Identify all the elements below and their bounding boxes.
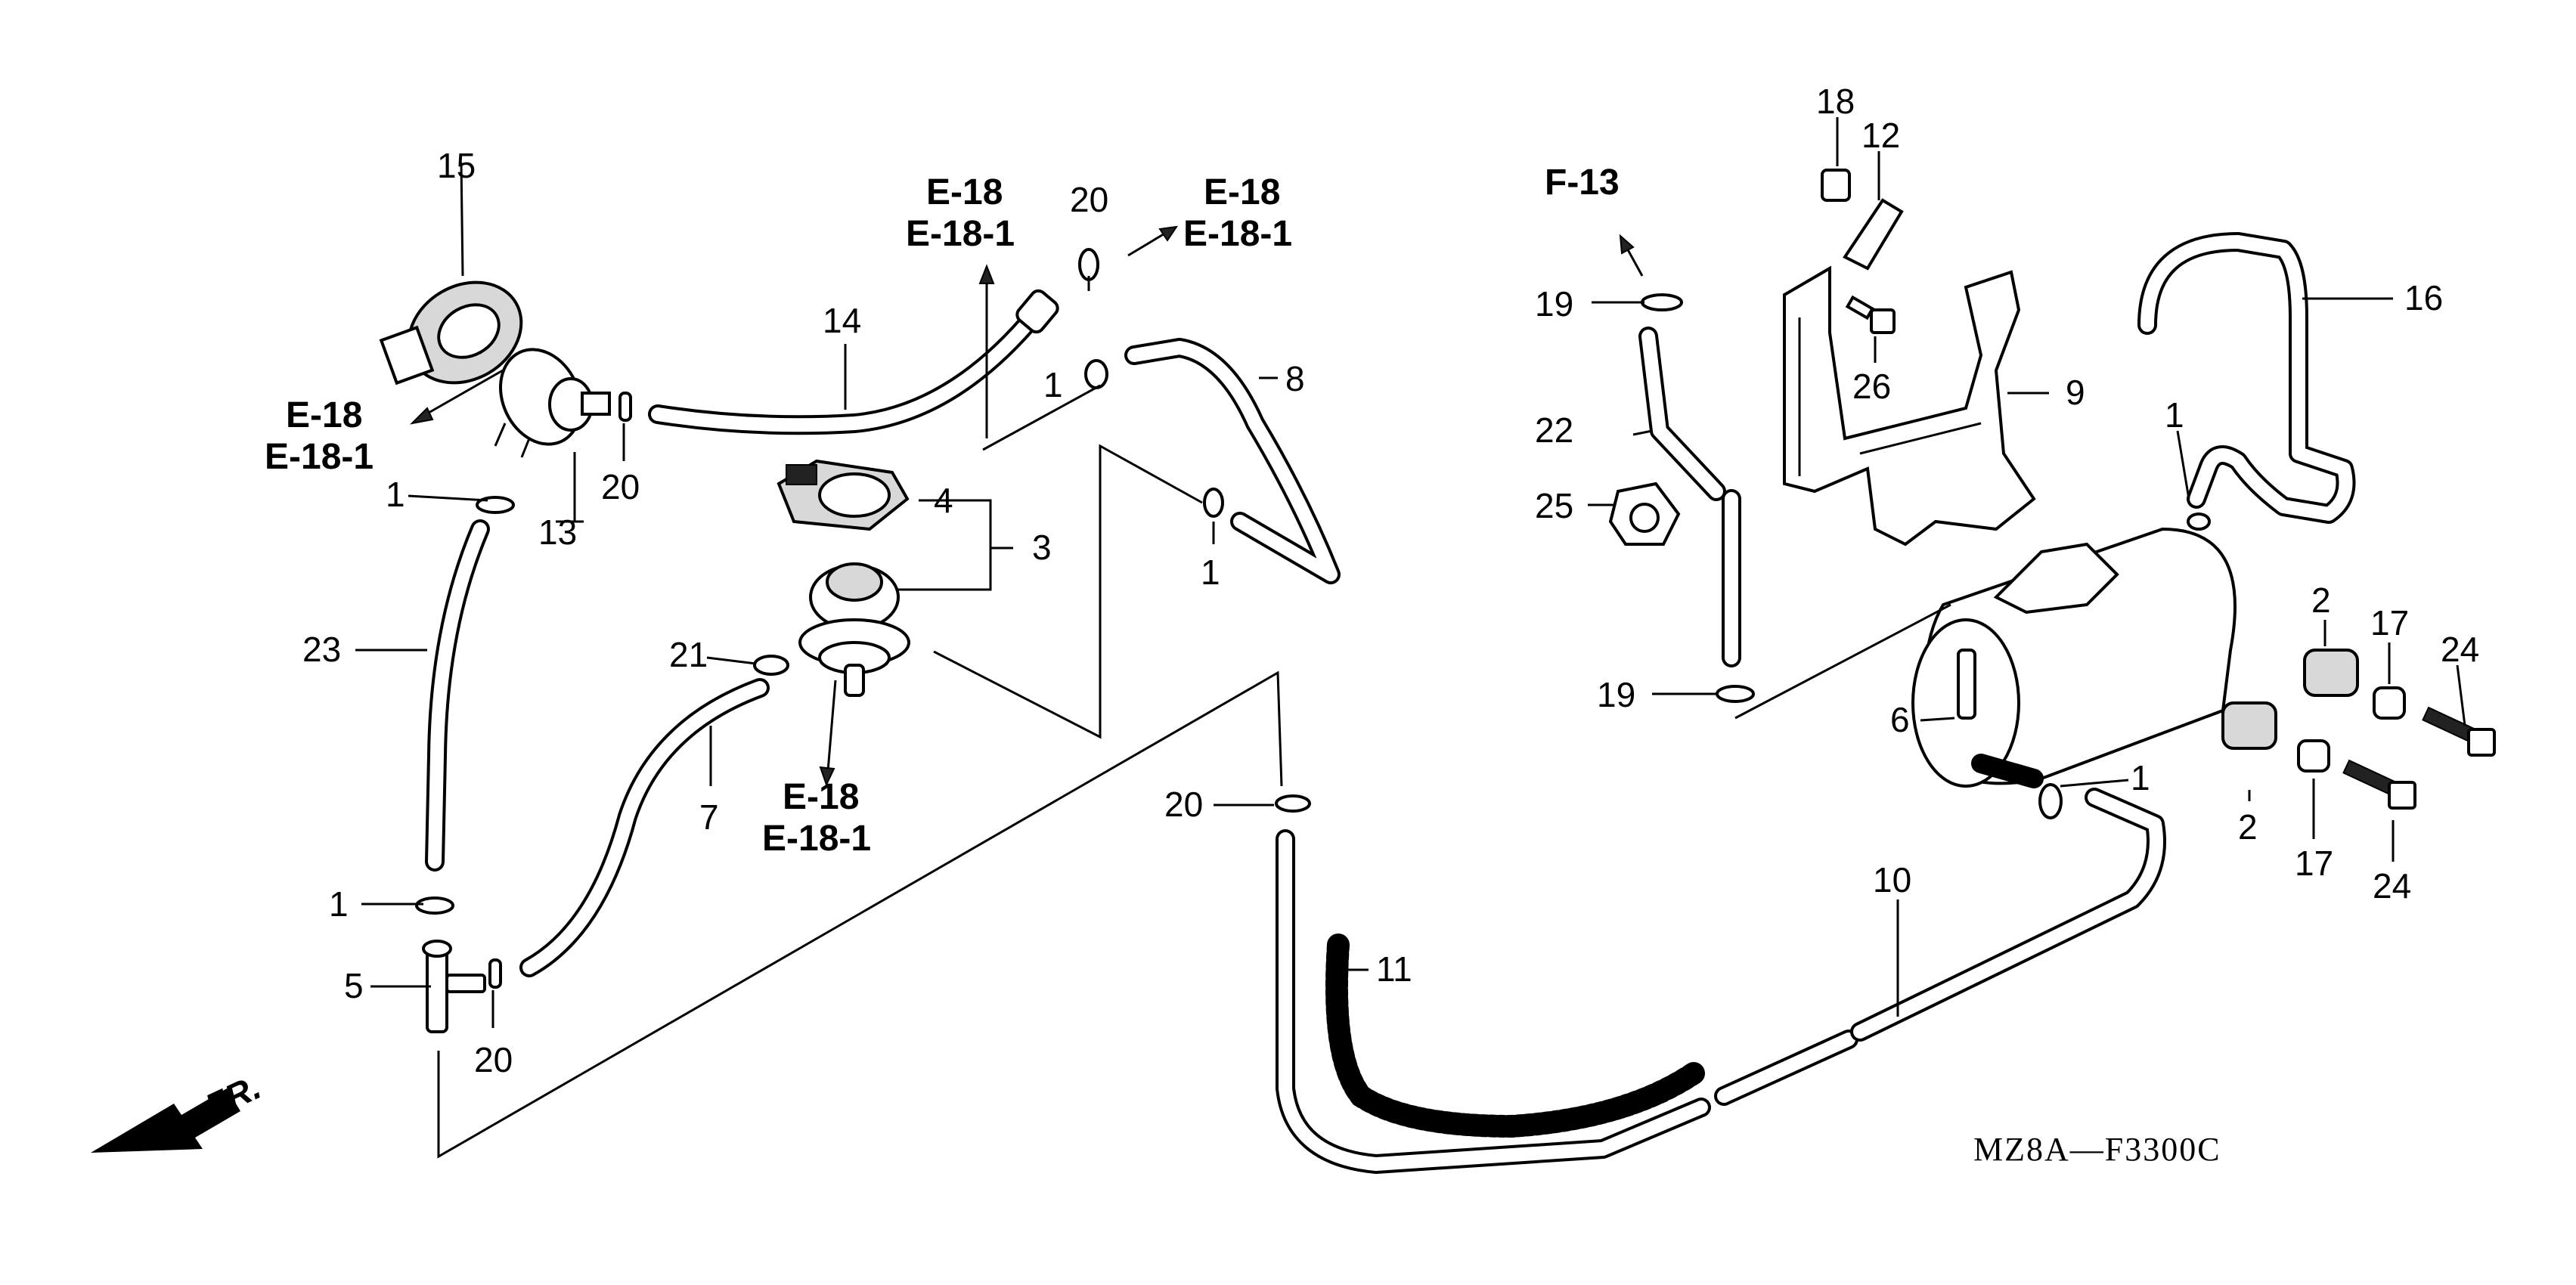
label-16: 16 [2404, 278, 2443, 317]
front-arrow-icon [91, 1088, 240, 1153]
label-20a: 20 [601, 467, 640, 506]
part-17b-collar [2297, 739, 2330, 773]
part-labels: 15 13 20 1 23 1 5 20 14 20 1 8 1 4 3 21 … [302, 82, 2479, 1079]
part-24a-bolt [2422, 706, 2496, 757]
ref-e18-2-bot: E-18-1 [906, 214, 1015, 254]
part-25-clip [1608, 481, 1681, 546]
label-3: 3 [1032, 528, 1052, 567]
label-15: 15 [437, 146, 476, 185]
part-4-gasket [777, 459, 910, 531]
label-1b: 1 [329, 884, 349, 924]
hose-23 [425, 519, 490, 872]
label-7: 7 [699, 797, 719, 837]
hose-16 [2137, 232, 2356, 524]
clamp-1c [1084, 359, 1108, 389]
label-20c: 20 [1070, 180, 1108, 219]
hose-8 [1124, 338, 1341, 584]
clamp-19a [1641, 293, 1683, 311]
label-25: 25 [1535, 486, 1573, 525]
label-2a: 2 [2311, 581, 2331, 620]
part-5-joint [422, 940, 486, 1033]
part-24b-bolt [2342, 759, 2416, 810]
label-21: 21 [669, 635, 708, 674]
part-6-canister [1911, 527, 2237, 788]
ref-e18-3-top: E-18 [1204, 172, 1280, 212]
clamp-1f [2038, 783, 2063, 819]
label-8: 8 [1285, 359, 1305, 398]
label-17a: 17 [2370, 603, 2409, 642]
clamp-1b [415, 896, 454, 915]
part-15-gasket [379, 280, 523, 386]
hose-22 [1638, 327, 1741, 667]
label-9: 9 [2066, 373, 2085, 412]
part-3-valve [798, 562, 910, 697]
diagram-code: MZ8A—F3300C [1973, 1131, 2221, 1168]
clamp-20c [1078, 248, 1099, 281]
label-17b: 17 [2295, 844, 2333, 883]
ref-e18-2-top: E-18 [926, 172, 1003, 212]
clamp-19b [1716, 685, 1755, 703]
label-14: 14 [823, 301, 861, 340]
ref-e18-1-top: E-18 [286, 395, 362, 435]
label-4: 4 [934, 481, 953, 520]
ref-e18-1-bot: E-18-1 [265, 437, 374, 477]
label-1a: 1 [386, 475, 405, 514]
label-19b: 19 [1597, 675, 1635, 714]
label-1e: 1 [2165, 395, 2184, 435]
clamp-20b [488, 958, 502, 989]
label-11: 11 [1376, 949, 1412, 989]
label-1d: 1 [1201, 553, 1220, 592]
label-2b: 2 [2238, 807, 2258, 847]
part-18-nut [1821, 169, 1851, 202]
part-17a-collar [2373, 686, 2406, 720]
label-20d: 20 [1164, 785, 1203, 824]
label-1f: 1 [2131, 758, 2150, 797]
ref-f13: F-13 [1545, 163, 1620, 203]
label-24a: 24 [2441, 630, 2479, 669]
ref-e18-4-bot: E-18-1 [762, 819, 871, 859]
clamp-1e [2187, 512, 2211, 531]
part-9-bracket [1783, 265, 2036, 547]
clamp-21 [753, 655, 789, 676]
label-5: 5 [344, 966, 364, 1005]
clamp-20a [618, 392, 632, 422]
label-1c: 1 [1043, 365, 1063, 404]
label-24b: 24 [2373, 866, 2411, 906]
clamp-1d [1203, 488, 1224, 518]
label-23: 23 [302, 630, 341, 669]
hose-7 [519, 678, 770, 977]
part-13-valve [494, 348, 611, 458]
ref-e18-3-bot: E-18-1 [1183, 214, 1292, 254]
label-18: 18 [1816, 82, 1855, 121]
part-2b-grommet [2221, 701, 2277, 750]
label-20b: 20 [474, 1040, 513, 1079]
hose-14 [648, 289, 1059, 435]
clamp-20d [1275, 794, 1311, 813]
ref-labels: E-18 E-18-1 E-18 E-18-1 E-18 E-18-1 E-18… [265, 163, 1620, 859]
hose-10 [1276, 788, 2166, 1174]
label-13: 13 [538, 512, 577, 552]
label-12: 12 [1861, 116, 1900, 155]
label-19a: 19 [1535, 284, 1573, 324]
part-2a-grommet [2303, 649, 2359, 697]
label-6: 6 [1890, 700, 1910, 739]
label-26: 26 [1852, 367, 1891, 406]
label-10: 10 [1873, 860, 1911, 900]
leader-lines [355, 117, 2466, 1159]
hose-11-corrugated [1325, 934, 1705, 1138]
label-22: 22 [1535, 410, 1573, 450]
part-12-plate [1843, 198, 1904, 271]
part-26-bolt [1845, 295, 1896, 334]
ref-e18-4-top: E-18 [783, 777, 859, 817]
